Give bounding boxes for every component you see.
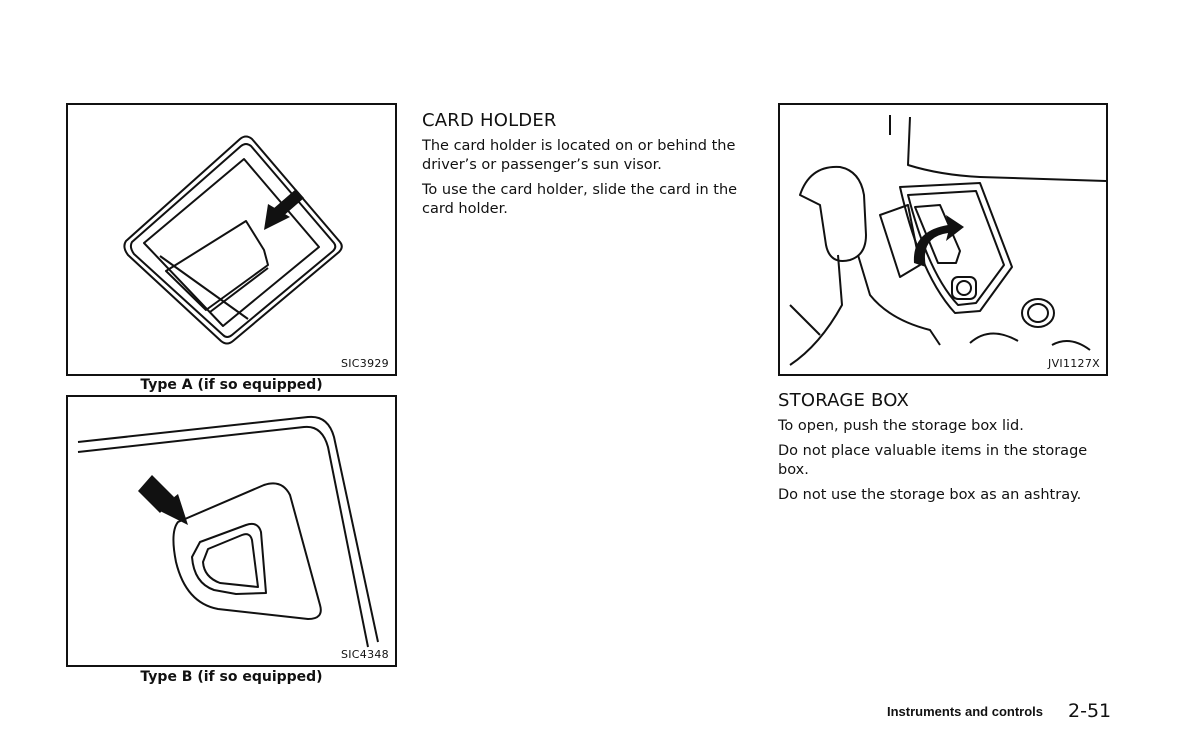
figure-caption-type-b: Type B (if so equipped) xyxy=(140,669,323,685)
figure-code: SIC4348 xyxy=(340,648,389,661)
storage-box-paragraph: Do not use the storage box as an ashtray… xyxy=(778,487,1082,503)
figure-type-b: SIC4348 xyxy=(66,395,397,667)
footer-section-title: Instruments and controls xyxy=(887,704,1044,719)
footer-page-number: 2-51 xyxy=(1068,700,1112,722)
figure-code: JVI1127X xyxy=(1048,357,1100,370)
arrow-icon xyxy=(138,475,188,525)
storage-box-illustration xyxy=(789,115,1106,366)
arrow-icon xyxy=(264,189,304,230)
figure-storage-box: JVI1127X xyxy=(778,103,1108,376)
card-holder-type-b-illustration xyxy=(77,415,379,648)
curved-arrow-icon xyxy=(913,215,964,267)
figure-type-a: SIC3929 xyxy=(66,103,397,376)
card-holder-paragraph: The card holder is located on or behind … xyxy=(422,138,736,173)
figure-caption-type-a: Type A (if so equipped) xyxy=(140,377,323,393)
figure-code: SIC3929 xyxy=(340,357,389,370)
storage-box-paragraph: To open, push the storage box lid. xyxy=(778,418,1024,434)
storage-box-heading: STORAGE BOX xyxy=(778,390,909,411)
card-holder-type-a-illustration xyxy=(123,135,343,345)
card-holder-paragraph: To use the card holder, slide the card i… xyxy=(422,182,738,217)
storage-box-paragraph: Do not place valuable items in the stora… xyxy=(778,443,1088,478)
card-holder-heading: CARD HOLDER xyxy=(422,110,557,131)
